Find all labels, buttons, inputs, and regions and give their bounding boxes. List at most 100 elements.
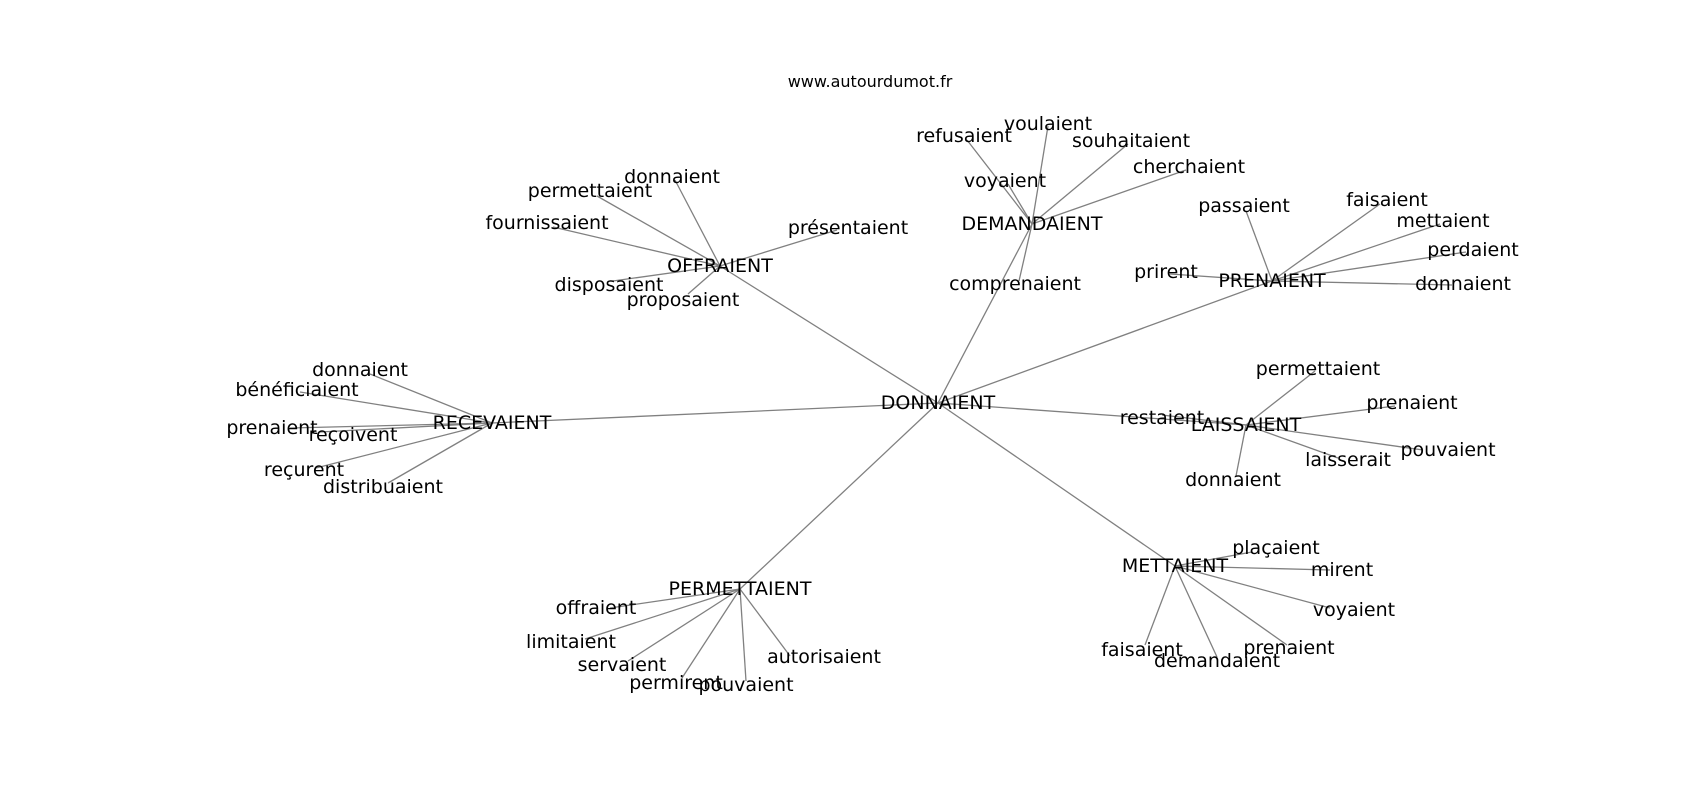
leaf-node-label[interactable]: passaient [1198, 195, 1290, 217]
edge-hub-to-leaf [387, 422, 493, 484]
leaf-node-label[interactable]: voyaient [1313, 599, 1395, 621]
leaf-node-label[interactable]: souhaitaient [1072, 130, 1190, 152]
edge-hub-to-leaf [1271, 203, 1381, 282]
leaf-node-label[interactable]: plaçaient [1232, 537, 1320, 559]
leaf-node-label[interactable]: reçoivent [309, 424, 398, 446]
hub-node-label[interactable]: RECEVAIENT [433, 412, 552, 434]
hub-node-label[interactable]: LAISSAIENT [1191, 414, 1302, 436]
leaf-node-label[interactable]: comprenaient [949, 273, 1081, 295]
graph-labels: DONNAIENTOFFRAIENTdonnaientpermettaientf… [226, 113, 1518, 696]
leaf-node-label[interactable]: restaient [1120, 407, 1205, 429]
edge-hub-to-leaf [1245, 370, 1316, 426]
center-node-label[interactable]: DONNAIENT [881, 392, 996, 414]
hub-node-label[interactable]: METTAIENT [1122, 555, 1229, 577]
leaf-node-label[interactable]: proposaient [627, 289, 740, 311]
edge-hub-to-leaf [739, 588, 791, 657]
edge-hub-to-leaf [681, 588, 741, 679]
leaf-node-label[interactable]: prenaient [226, 417, 317, 439]
edge-center-to-hub [937, 402, 1176, 567]
edge-hub-to-leaf [584, 588, 741, 640]
edge-hub-to-leaf [1031, 125, 1049, 225]
edge-hub-to-leaf [1007, 183, 1033, 225]
leaf-node-label[interactable]: reçurent [264, 459, 344, 481]
edge-hub-to-leaf [1271, 280, 1453, 286]
leaf-node-label[interactable]: pouvaient [698, 674, 793, 696]
leaf-node-label[interactable]: donnaient [624, 166, 720, 188]
leaf-node-label[interactable]: permettaient [1256, 358, 1380, 380]
leaf-node-label[interactable]: demandaient [1154, 650, 1280, 672]
edge-hub-to-leaf [1174, 551, 1253, 567]
leaf-node-label[interactable]: faisaient [1346, 189, 1428, 211]
edge-center-to-hub [937, 280, 1273, 404]
leaf-node-label[interactable]: prenaient [1366, 392, 1457, 414]
edge-hub-to-leaf [1161, 414, 1247, 426]
edge-hub-to-leaf [609, 588, 741, 609]
hub-node-label[interactable]: PRENAIENT [1218, 270, 1326, 292]
graph-edges [289, 125, 1467, 682]
edge-hub-to-leaf [1174, 565, 1288, 646]
edge-hub-to-leaf [612, 265, 721, 282]
edge-hub-to-leaf [319, 422, 493, 433]
edge-hub-to-leaf [1245, 424, 1339, 459]
edge-hub-to-leaf [966, 139, 1033, 225]
leaf-node-label[interactable]: prirent [1134, 261, 1198, 283]
edge-hub-to-leaf [315, 422, 493, 469]
leaf-node-label[interactable]: donnaient [312, 359, 408, 381]
edge-hub-to-leaf [1031, 143, 1129, 225]
edge-hub-to-leaf [1169, 273, 1273, 282]
edge-hub-to-leaf [1031, 169, 1187, 225]
leaf-node-label[interactable]: mettaient [1396, 210, 1489, 232]
leaf-node-label[interactable]: permirent [629, 672, 723, 694]
leaf-node-label[interactable]: autorisaient [767, 646, 881, 668]
leaf-node-label[interactable]: faisaient [1101, 639, 1183, 661]
edge-hub-to-leaf [1245, 424, 1424, 451]
leaf-node-label[interactable]: cherchaient [1133, 156, 1245, 178]
edge-hub-to-leaf [627, 588, 741, 662]
edge-hub-to-leaf [1174, 565, 1331, 571]
leaf-node-label[interactable]: refusaient [916, 125, 1012, 147]
hub-node-label[interactable]: OFFRAIENT [667, 255, 773, 277]
leaf-node-label[interactable]: présentaient [788, 217, 908, 239]
edge-hub-to-leaf [674, 179, 721, 267]
edge-hub-to-leaf [687, 265, 721, 295]
edge-hub-to-leaf [1235, 424, 1247, 477]
edge-hub-to-leaf [1174, 565, 1218, 658]
leaf-node-label[interactable]: distribuaient [323, 476, 443, 498]
edge-center-to-hub [739, 402, 939, 590]
edge-hub-to-leaf [289, 422, 493, 429]
leaf-node-label[interactable]: fournissaient [485, 212, 608, 234]
leaf-node-label[interactable]: prenaient [1243, 637, 1334, 659]
edge-center-to-hub [719, 265, 939, 404]
hub-node-label[interactable]: PERMETTAIENT [669, 578, 812, 600]
edge-center-to-hub [937, 223, 1033, 404]
leaf-node-label[interactable]: voyaient [964, 170, 1046, 192]
edge-hub-to-leaf [1271, 251, 1467, 282]
edge-hub-to-leaf [719, 229, 838, 267]
edge-hub-to-leaf [1245, 405, 1396, 426]
leaf-node-label[interactable]: limitaient [526, 631, 616, 653]
leaf-node-label[interactable]: bénéficiaient [235, 379, 358, 401]
leaf-node-label[interactable]: laisserait [1305, 449, 1391, 471]
edge-hub-to-leaf [1144, 565, 1176, 646]
leaf-node-label[interactable]: disposaient [555, 274, 664, 296]
edge-hub-to-leaf [1018, 223, 1033, 282]
edge-hub-to-leaf [299, 391, 493, 424]
edge-hub-to-leaf [596, 195, 721, 267]
leaf-node-label[interactable]: perdaient [1427, 239, 1518, 261]
leaf-node-label[interactable]: permettaient [528, 180, 652, 202]
hub-node-label[interactable]: DEMANDAIENT [962, 213, 1103, 235]
leaf-node-label[interactable]: mirent [1311, 559, 1373, 581]
edge-hub-to-leaf [1174, 565, 1331, 609]
leaf-node-label[interactable]: voulaient [1004, 113, 1092, 135]
edge-hub-to-leaf [1245, 210, 1273, 282]
leaf-node-label[interactable]: pouvaient [1400, 439, 1495, 461]
leaf-node-label[interactable]: donnaient [1415, 273, 1511, 295]
edge-hub-to-leaf [739, 588, 747, 682]
leaf-node-label[interactable]: offraient [556, 597, 637, 619]
leaf-node-label[interactable]: donnaient [1185, 469, 1281, 491]
edge-center-to-hub [937, 402, 1247, 426]
edge-hub-to-leaf [552, 226, 721, 267]
leaf-node-label[interactable]: servaient [578, 654, 667, 676]
edge-hub-to-leaf [369, 373, 493, 424]
